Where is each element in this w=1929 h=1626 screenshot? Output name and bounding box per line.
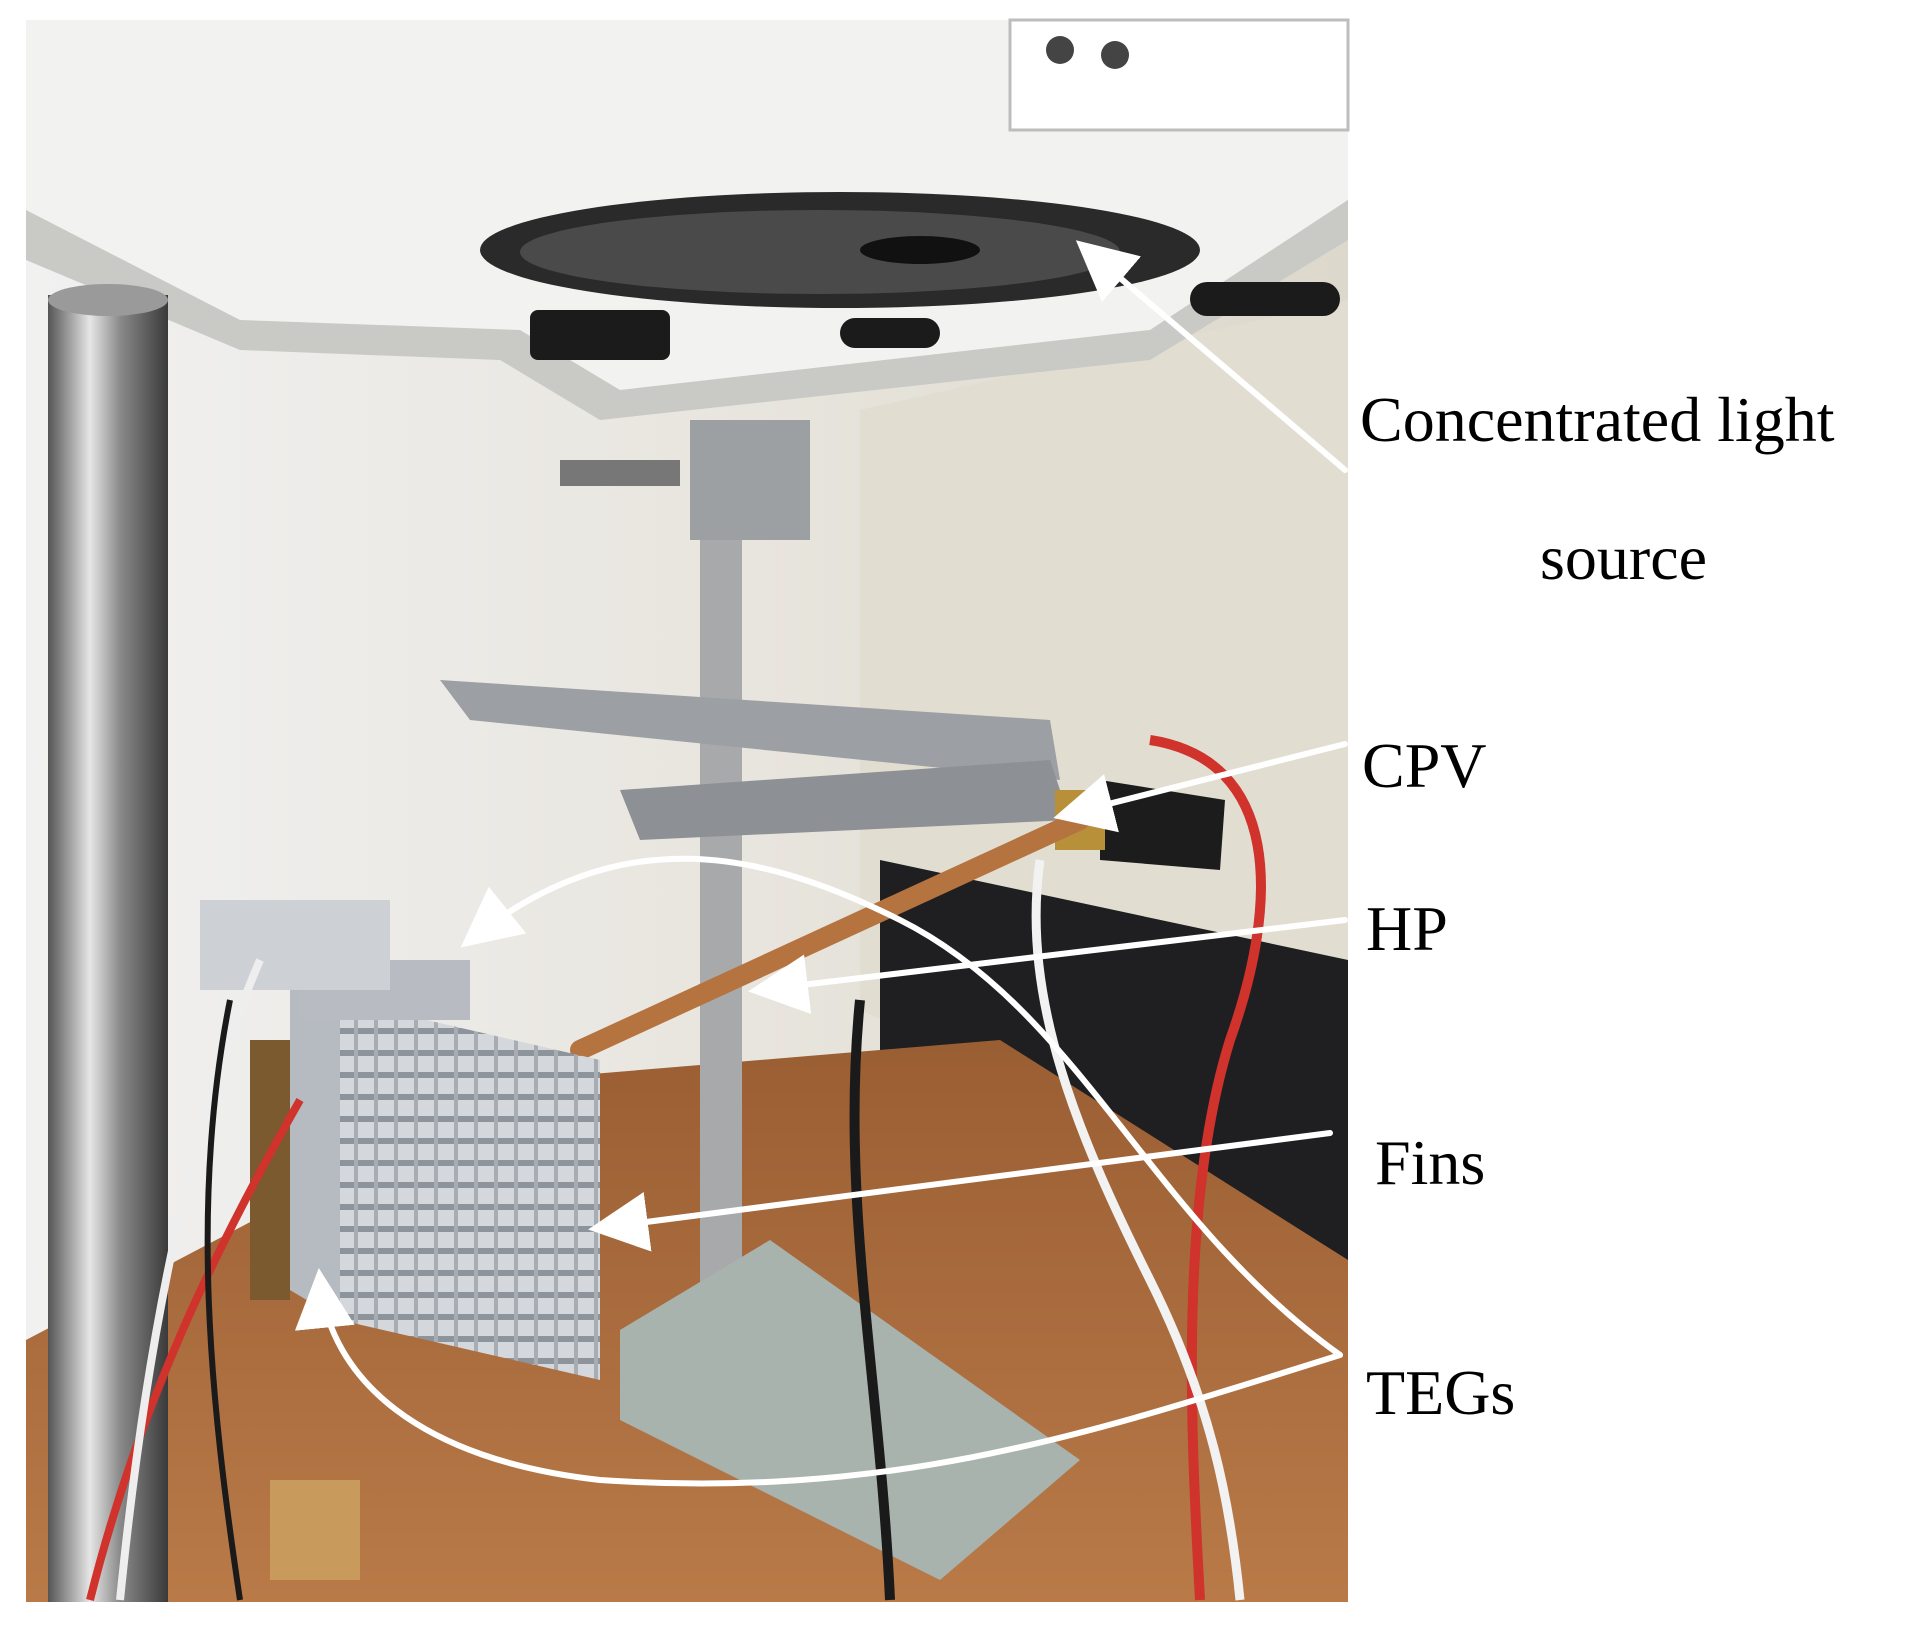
- label-hp: HP: [1366, 893, 1448, 964]
- arrow-fins: [588, 1130, 1333, 1252]
- arrow-light-source: [1075, 240, 1348, 473]
- label-tegs: TEGs: [1366, 1357, 1516, 1428]
- arrow-hp: [748, 917, 1348, 1015]
- label-cpv: CPV: [1362, 730, 1487, 801]
- photo: [26, 18, 1350, 1602]
- arrow-tegs-bottom: [294, 1268, 1343, 1487]
- arrow-tegs-top: [460, 855, 1343, 1358]
- label-light-source-line1: Concentrated light: [1360, 384, 1835, 455]
- label-fins: Fins: [1375, 1127, 1486, 1198]
- annotation-arrows: [294, 240, 1348, 1487]
- arrow-cpv: [1053, 741, 1348, 833]
- label-light-source-line2: source: [1540, 522, 1708, 593]
